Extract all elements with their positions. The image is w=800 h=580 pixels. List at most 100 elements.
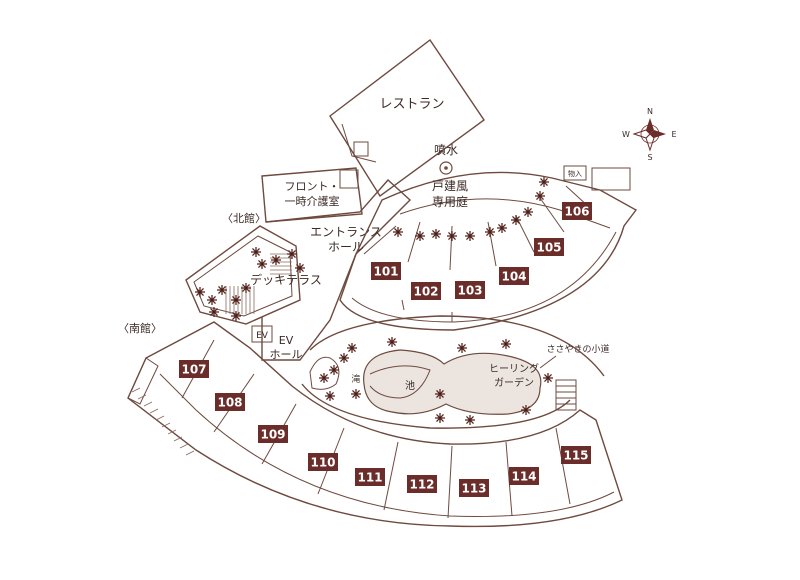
shrub (435, 413, 445, 423)
shrub (231, 295, 241, 305)
room-104: 104 (499, 267, 529, 285)
shrub (465, 415, 475, 425)
shrub (347, 343, 357, 353)
room-number: 110 (310, 456, 335, 470)
balcony-rail (155, 415, 165, 421)
shrub (319, 373, 329, 383)
front-desk-area: フロント・ 一時介護室 (261, 167, 363, 223)
room-109: 109 (258, 425, 288, 443)
room-107: 107 (179, 360, 209, 378)
shrub (431, 229, 441, 239)
wall-line (515, 215, 535, 253)
storage-label: 物入 (568, 169, 582, 178)
compass-n: N (647, 107, 653, 116)
shrub (271, 255, 281, 265)
south-wing-label: 〈南館〉 (118, 321, 162, 335)
wall-line (401, 299, 405, 311)
wall-line (383, 441, 399, 511)
shrub (465, 231, 475, 241)
fountain-label: 噴水 (434, 143, 458, 157)
ev-hall-label-line1: EV (279, 334, 294, 347)
room-113: 113 (459, 479, 489, 497)
wall-line (539, 197, 565, 233)
room-number: 112 (409, 478, 434, 492)
fountain: 噴水 (434, 143, 458, 175)
shrub (217, 285, 227, 295)
shrub (415, 231, 425, 241)
room-103: 103 (455, 281, 485, 299)
shrub (195, 287, 205, 297)
wall-line (407, 221, 421, 263)
room-114: 114 (509, 467, 539, 485)
room-number: 101 (373, 265, 398, 279)
shrub (231, 311, 241, 321)
shrub (257, 259, 267, 269)
shrub (497, 223, 507, 233)
shrub (295, 263, 305, 273)
room-106: 106 (562, 202, 592, 220)
room-number: 113 (461, 482, 486, 496)
compass-e: E (671, 130, 676, 139)
deck-terrace: デッキテラス (185, 225, 322, 325)
room-110: 110 (308, 453, 338, 471)
room-108: 108 (215, 393, 245, 411)
deck-terrace-label: デッキテラス (250, 272, 322, 287)
compass-w: W (622, 130, 630, 139)
room-111: 111 (355, 468, 385, 486)
shrub (511, 215, 521, 225)
wall-line (363, 225, 397, 255)
whisper-path-label: ささやきの小道 (546, 343, 609, 355)
shrub (351, 389, 361, 399)
south-balcony (127, 357, 195, 456)
ev-label: EV (256, 331, 269, 341)
balcony-rail (131, 387, 141, 393)
shrub (485, 227, 495, 237)
room-105: 105 (534, 238, 564, 256)
shrub (501, 339, 511, 349)
room-number: 106 (564, 205, 589, 219)
shrub (543, 373, 553, 383)
entrance-hall: エントランス ホール (261, 179, 412, 361)
private-garden-label-line1: 戸建風 (432, 179, 468, 193)
shrub (393, 227, 403, 237)
room-number: 103 (457, 284, 482, 298)
room-number: 105 (536, 241, 561, 255)
shrub (339, 353, 349, 363)
staircase (555, 379, 577, 411)
balcony-rail (161, 422, 171, 428)
wall-line (555, 427, 571, 505)
shrub (241, 283, 251, 293)
compass-rose: N S W E (622, 107, 676, 162)
north-rooms: 101 102 103 104 105 106 (371, 202, 592, 300)
balcony-rail (173, 436, 183, 442)
entrance-label-line2: ホール (328, 240, 364, 254)
north-wing-label: 〈北館〉 (222, 211, 266, 225)
room-number: 102 (413, 285, 438, 299)
room-number: 111 (357, 471, 382, 485)
garden-plants (195, 177, 553, 425)
balcony-rail (149, 408, 159, 414)
shrub (251, 247, 261, 257)
room-115: 115 (561, 446, 591, 464)
shrub (523, 207, 533, 217)
healing-garden-label-line1: ヒーリング (489, 362, 539, 375)
pond-label: 池 (405, 379, 415, 392)
room-101: 101 (371, 262, 401, 280)
ev-hall-label-line2: ホール (270, 348, 303, 361)
private-garden-label-line2: 専用庭 (432, 194, 468, 209)
shrub (435, 389, 445, 399)
shrub (521, 405, 531, 415)
balcony-rail (185, 450, 195, 456)
shrub (387, 337, 397, 347)
balcony-rail (143, 401, 153, 407)
shrub (457, 343, 467, 353)
compass-s: S (647, 153, 652, 162)
waterfall-label: 滝 (351, 374, 360, 385)
room-102: 102 (411, 282, 441, 300)
shrub (329, 365, 339, 375)
restaurant-building: レストラン (329, 38, 485, 198)
balcony-rail (167, 429, 177, 435)
wall-line (487, 221, 497, 267)
room-number: 115 (563, 449, 588, 463)
shrub (447, 231, 457, 241)
